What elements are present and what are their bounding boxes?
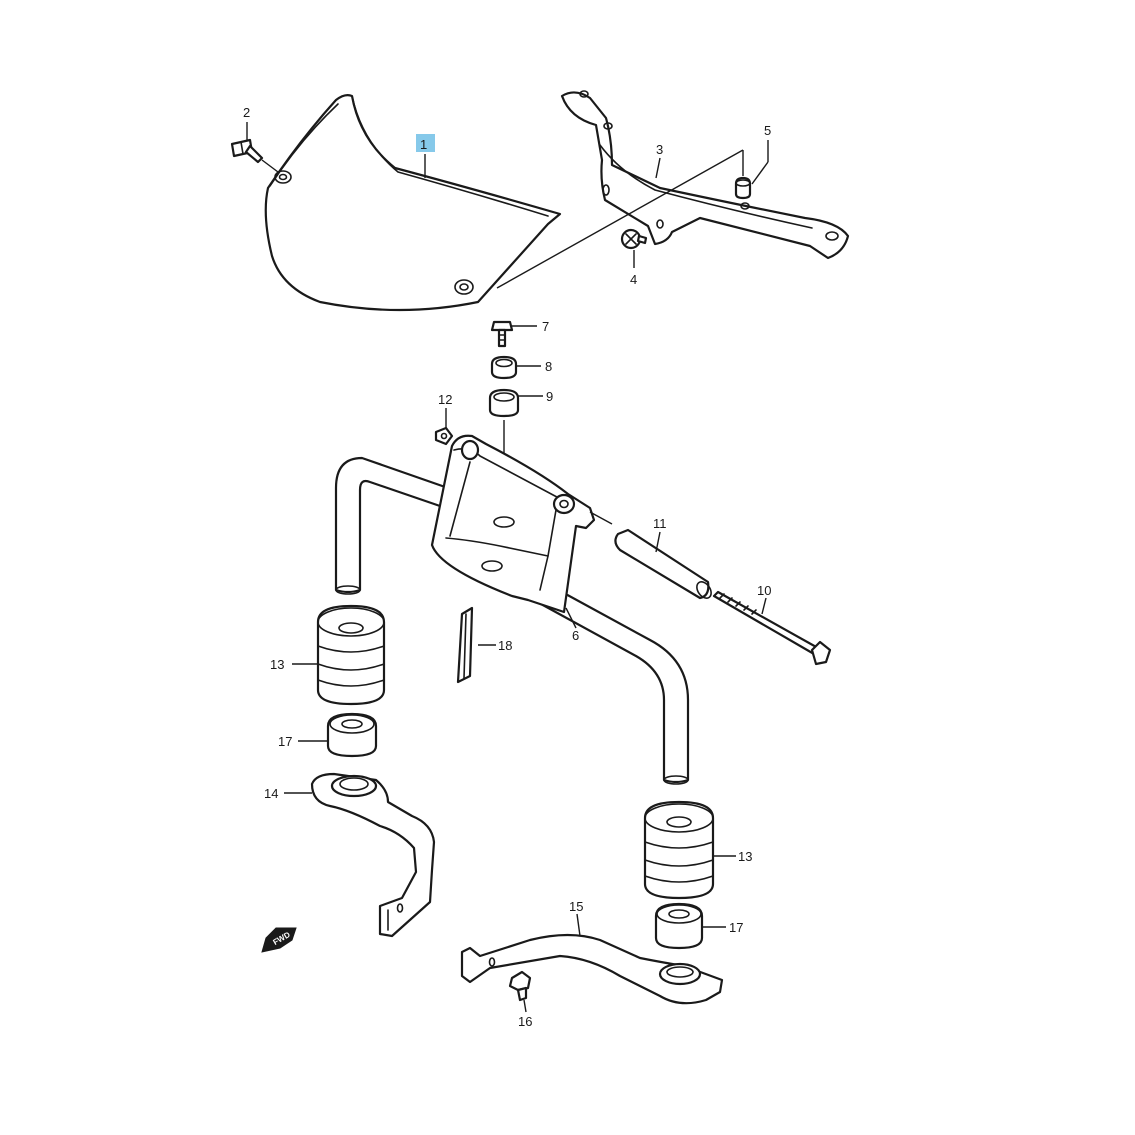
part-17-collar-right[interactable] xyxy=(654,902,704,950)
callout-13-left[interactable]: 13 xyxy=(270,657,284,672)
part-4-screw[interactable] xyxy=(620,228,648,250)
callout-1-highlight xyxy=(416,134,435,152)
callout-9[interactable]: 9 xyxy=(546,389,553,404)
callout-1[interactable]: 1 xyxy=(420,137,427,152)
part-1-side-cover[interactable] xyxy=(264,94,562,312)
callout-4[interactable]: 4 xyxy=(630,272,637,287)
callout-18[interactable]: 18 xyxy=(498,638,512,653)
part-13-cushion-right[interactable] xyxy=(643,800,715,900)
part-16-bolt[interactable] xyxy=(508,970,532,1002)
part-18-damper[interactable] xyxy=(456,606,474,684)
part-11-collar[interactable] xyxy=(614,528,714,601)
callout-17-left[interactable]: 17 xyxy=(278,734,292,749)
part-7-bolt[interactable] xyxy=(490,320,514,348)
part-2-clip[interactable] xyxy=(230,138,264,164)
fwd-direction-arrow: FWD xyxy=(261,927,297,953)
callout-12[interactable]: 12 xyxy=(438,392,452,407)
part-10-bolt[interactable] xyxy=(589,511,832,666)
callout-labels: 1 2 3 4 5 6 7 8 9 10 11 12 13 13 14 15 1… xyxy=(243,105,771,1029)
part-13-cushion-left[interactable] xyxy=(316,604,386,706)
callout-16[interactable]: 16 xyxy=(518,1014,532,1029)
part-6-stay[interactable] xyxy=(334,434,690,785)
callout-11[interactable]: 11 xyxy=(653,516,667,531)
part-17-collar-left[interactable] xyxy=(326,712,378,758)
part-3-bracket[interactable] xyxy=(560,90,850,260)
callout-15[interactable]: 15 xyxy=(569,899,583,914)
part-8-collar[interactable] xyxy=(490,355,518,380)
callout-5[interactable]: 5 xyxy=(764,123,771,138)
callout-17-right[interactable]: 17 xyxy=(729,920,743,935)
callout-13-right[interactable]: 13 xyxy=(738,849,752,864)
leader-lines xyxy=(246,122,769,1013)
part-14-bracket[interactable] xyxy=(310,772,436,938)
callout-8[interactable]: 8 xyxy=(545,359,552,374)
callout-7[interactable]: 7 xyxy=(542,319,549,334)
callout-14[interactable]: 14 xyxy=(264,786,278,801)
callout-3[interactable]: 3 xyxy=(656,142,663,157)
part-9-grommet[interactable] xyxy=(488,388,520,418)
part-15-bracket[interactable] xyxy=(460,933,724,1005)
callout-2[interactable]: 2 xyxy=(243,105,250,120)
callout-10[interactable]: 10 xyxy=(757,583,771,598)
part-5-cushion[interactable] xyxy=(734,176,752,200)
part-12-nut[interactable] xyxy=(434,426,454,446)
callout-6[interactable]: 6 xyxy=(572,628,579,643)
